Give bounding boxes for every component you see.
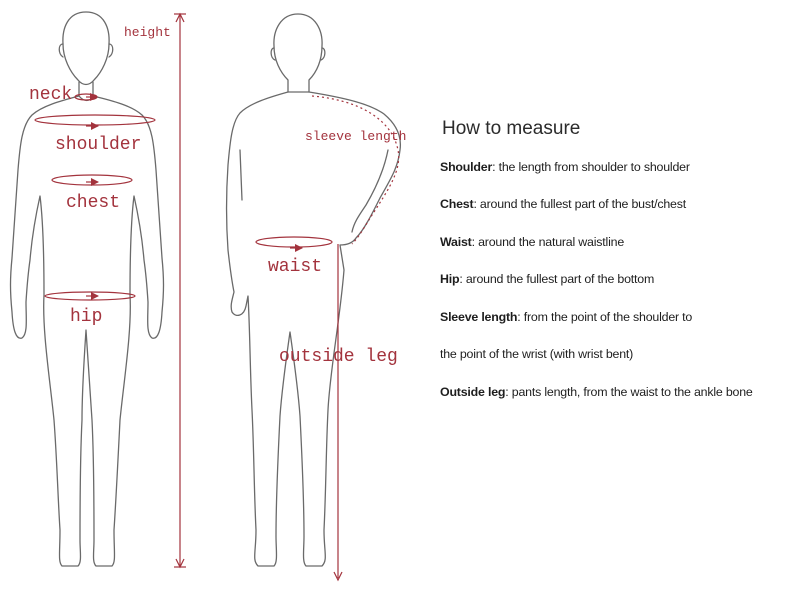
guide-desc: : around the fullest part of the bust/ch… [473,197,686,212]
height-label: height [124,25,171,40]
guide-term: Waist [440,234,472,249]
chest-label: chest [66,193,121,213]
guide-term: Sleeve length [440,309,518,324]
front-body-outline [9,11,165,567]
waist-label: waist [268,257,323,277]
guide-row-hip: Hip: around the fullest part of the bott… [440,271,790,309]
hip-measure-line [44,291,136,301]
sleeve-length-label: sleeve length [305,129,407,144]
guide-desc: : around the fullest part of the bottom [459,272,655,287]
guide-desc: : the length from shoulder to shoulder [492,159,690,174]
outside-leg-label: outside leg [279,347,398,367]
guide-row-chest: Chest: around the fullest part of the bu… [440,196,790,234]
guide-row-outside-leg: Outside leg: pants length, from the wais… [440,384,790,422]
guide-row-sleeve-length-cont: the point of the wrist (with wrist bent) [440,346,790,384]
guide-desc: the point of the wrist (with wrist bent) [440,347,634,362]
back-measure-marks [255,95,400,582]
guide-desc: : from the point of the shoulder to [517,309,693,324]
hip-label: hip [70,307,103,327]
shoulder-label: shoulder [55,135,142,155]
guide-term: Shoulder [440,159,493,174]
guide-term: Outside leg [440,384,506,399]
waist-measure-line [255,236,333,248]
guide-row-waist: Waist: around the natural waistline [440,234,790,272]
shoulder-measure-line [34,114,156,126]
chest-measure-line [51,174,133,186]
guide-desc: : pants length, from the waist to the an… [505,384,753,399]
guide-row-sleeve-length: Sleeve length: from the point of the sho… [440,309,790,347]
guide-desc: : around the natural waistline [471,234,625,249]
guide-term: Chest [440,197,474,212]
neck-label: neck [29,85,73,105]
guide-title: How to measure [442,118,581,139]
measure-guide: How to measure Shoulder: the length from… [440,118,790,421]
guide-row-shoulder: Shoulder: the length from shoulder to sh… [440,159,790,197]
guide-term: Hip [440,272,460,287]
back-body-outline [225,13,402,567]
front-measure-marks [34,12,186,569]
